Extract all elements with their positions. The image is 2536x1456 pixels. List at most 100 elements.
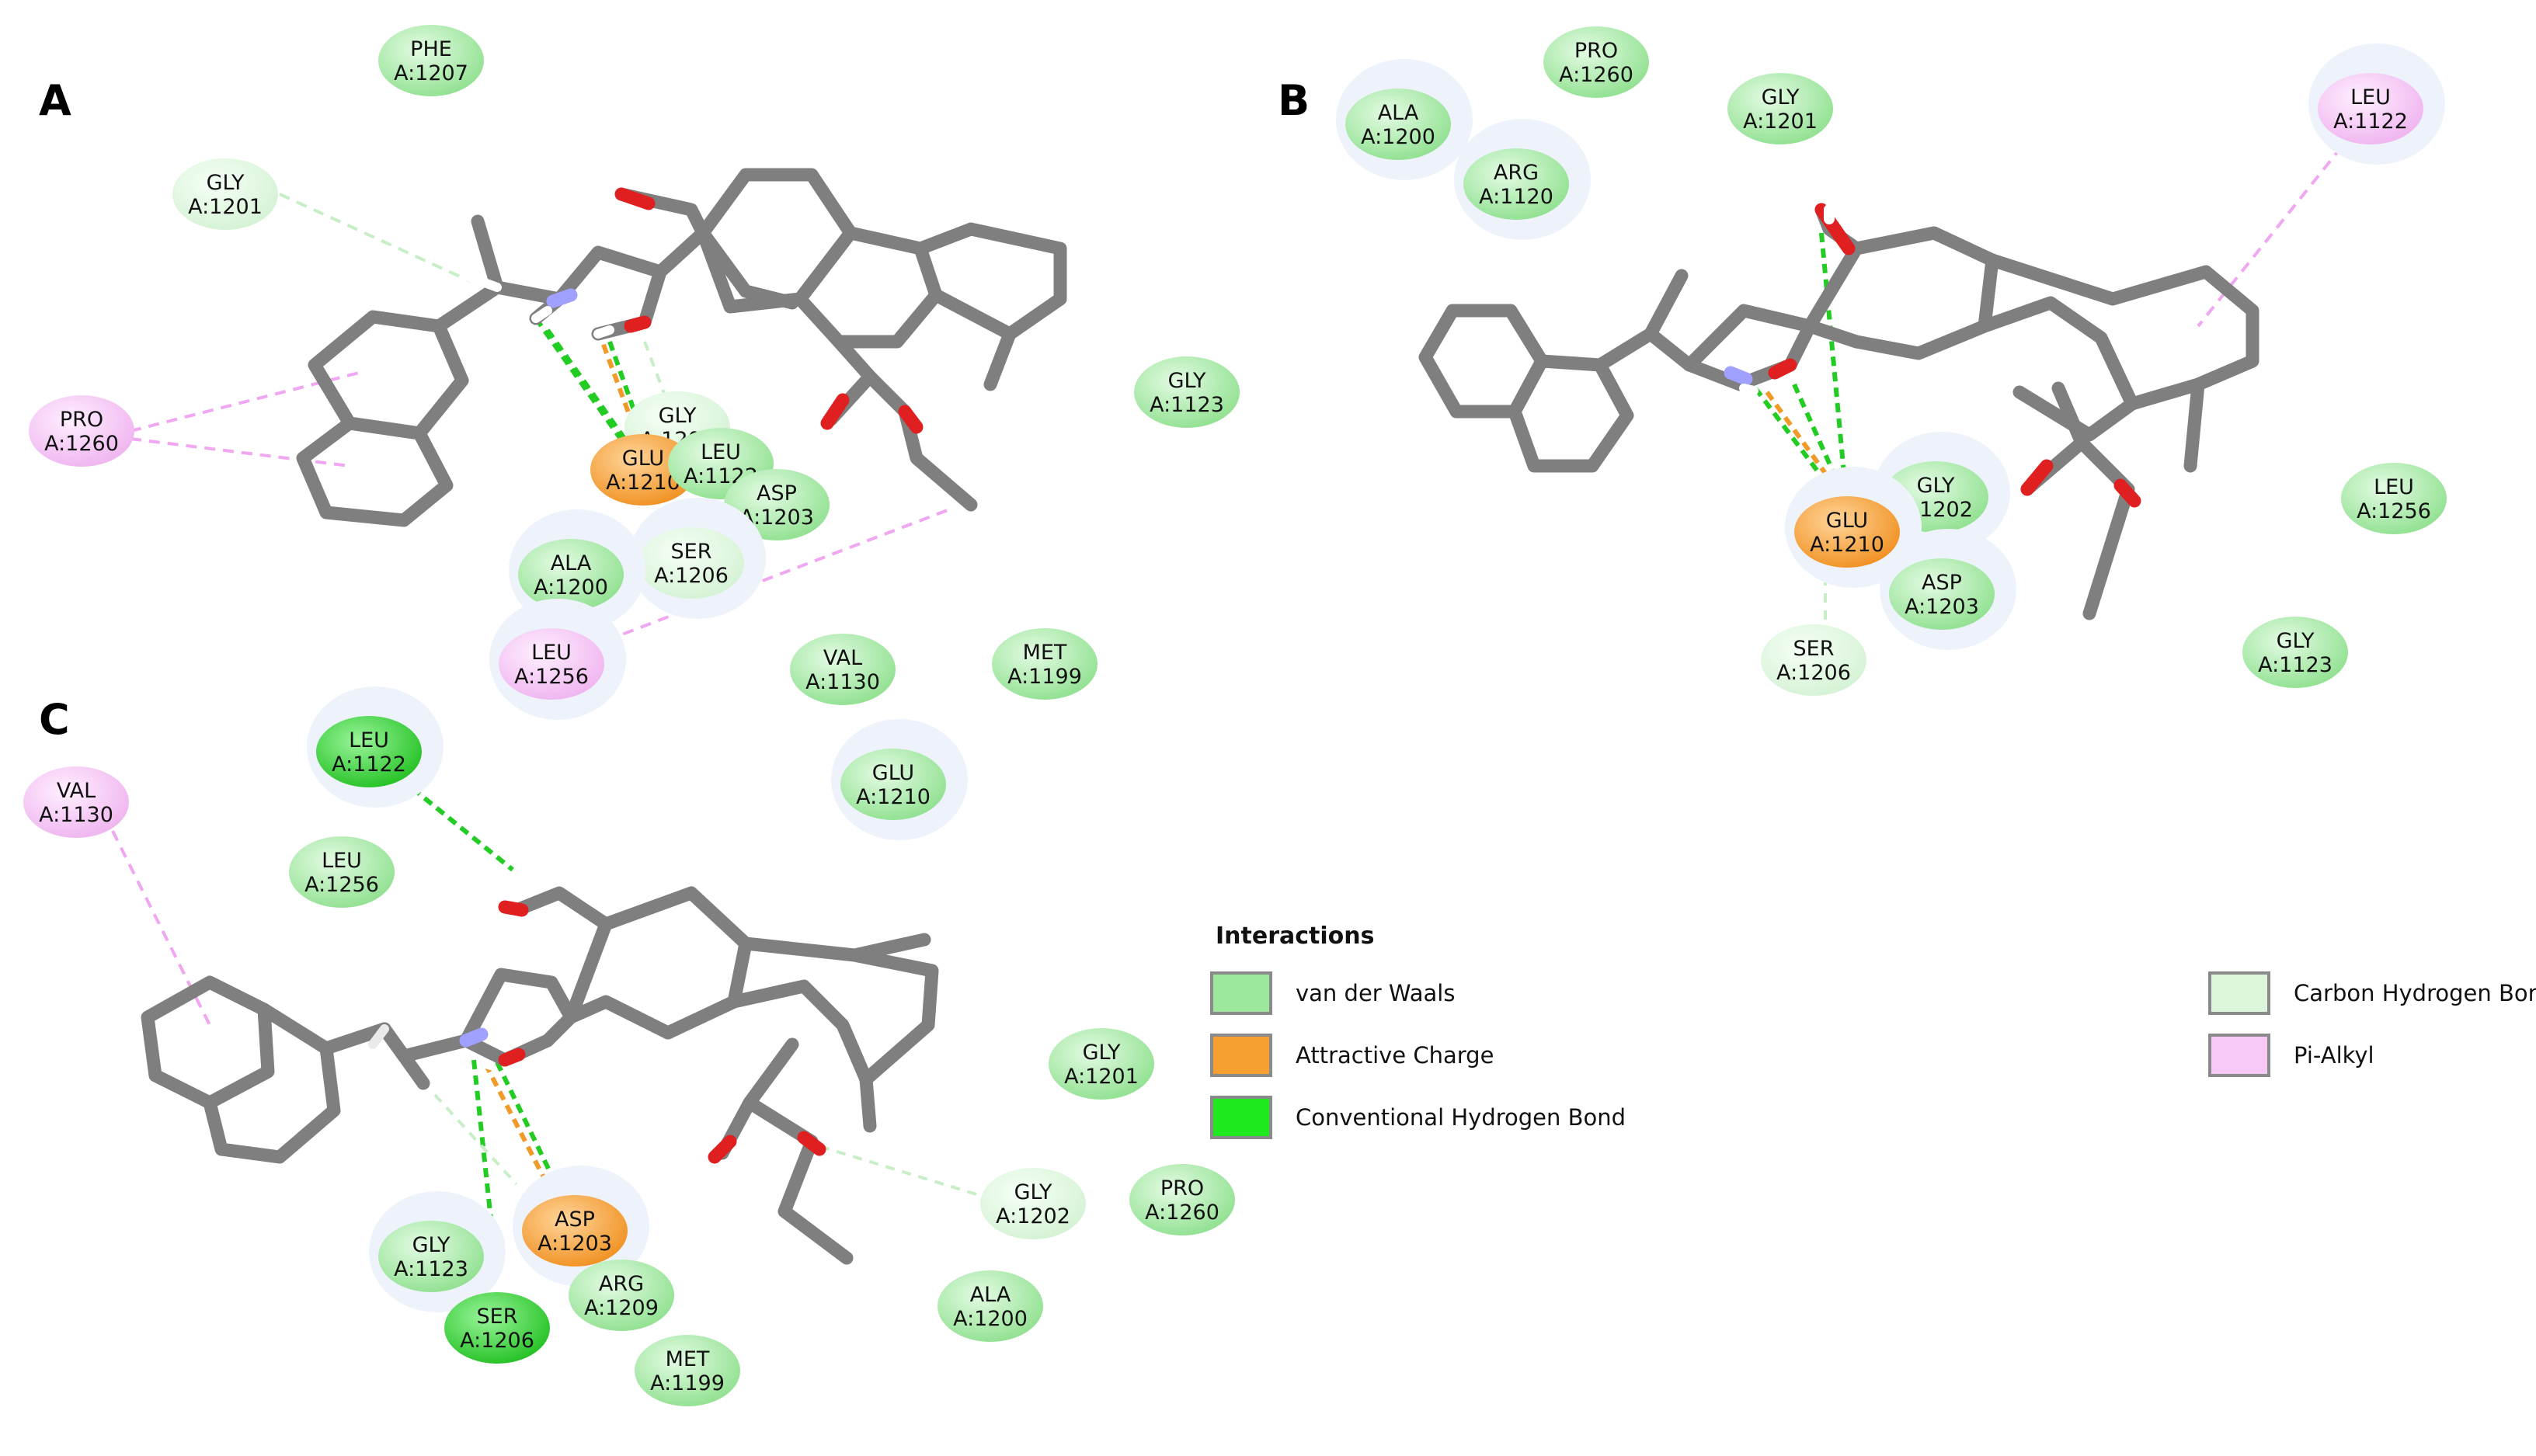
residue-name: GLY — [1917, 474, 1955, 498]
residue-name: LEU — [701, 440, 741, 464]
residue-disc — [1727, 73, 1833, 144]
legend-label-hbond: Conventional Hydrogen Bond — [1296, 1104, 1626, 1131]
residue-name: GLY — [1014, 1180, 1052, 1204]
residue-disc — [569, 1260, 674, 1331]
residue-number: A:1260 — [1145, 1201, 1219, 1225]
residue-name: ARG — [599, 1272, 644, 1296]
interaction-lines-a — [130, 193, 952, 642]
residue-disc — [1889, 558, 1995, 630]
residue-name: ALA — [970, 1283, 1011, 1307]
residue-name: GLU — [1826, 509, 1868, 533]
ligand-c — [141, 872, 939, 1265]
residue-number: A:1199 — [1007, 665, 1082, 689]
residue-number: A:1202 — [996, 1204, 1070, 1228]
ligand-a — [296, 168, 1067, 527]
residue-disc — [992, 628, 1098, 700]
residue-number: A:1122 — [332, 752, 406, 777]
panel-label-a: A — [39, 76, 71, 125]
legend-label-pialkyl: Pi-Alkyl — [2294, 1042, 2374, 1069]
legend-swatch-charge — [1210, 1034, 1272, 1077]
residue-name: ARG — [1494, 161, 1539, 185]
residue-disc — [289, 836, 395, 908]
residue-number: A:1206 — [654, 564, 729, 588]
residue-disc — [938, 1270, 1043, 1342]
residue-number: A:1207 — [394, 61, 468, 85]
legend-label-charge: Attractive Charge — [1296, 1042, 1494, 1069]
residue-number: A:1203 — [537, 1232, 612, 1256]
residue-disc — [316, 716, 422, 787]
residue-name: LEU — [531, 641, 572, 665]
residue-number: A:1206 — [460, 1329, 534, 1353]
residue-number: A:1130 — [805, 670, 880, 694]
residue-disc — [1543, 26, 1649, 98]
residue-disc — [1761, 624, 1866, 696]
residue-disc — [2242, 617, 2348, 688]
residue-name: GLY — [207, 171, 245, 195]
residue-name: ASP — [757, 481, 797, 506]
residue-number: A:1206 — [1776, 661, 1851, 685]
residue-number: A:1210 — [856, 785, 931, 809]
residue-number: A:1199 — [650, 1371, 725, 1395]
residue-name: GLU — [872, 761, 914, 785]
residue-number: A:1123 — [2258, 653, 2332, 677]
residue-name: LEU — [349, 728, 389, 752]
residue-disc — [1463, 148, 1569, 220]
residue-name: GLY — [2277, 629, 2315, 653]
residue-disc — [1345, 89, 1451, 160]
residue-disc — [1129, 1164, 1235, 1235]
residue-name: ALA — [551, 551, 592, 575]
residue-number: A:1130 — [39, 803, 113, 827]
residue-name: LEU — [322, 849, 362, 873]
residue-disc — [499, 628, 604, 700]
panel-c: C — [23, 686, 1235, 1406]
residue-number: A:1123 — [1150, 393, 1224, 417]
residue-disc — [1049, 1028, 1154, 1100]
residue-number: A:1260 — [1559, 63, 1633, 87]
residue-number: A:1210 — [1810, 533, 1884, 557]
residue-disc — [840, 749, 946, 820]
panel-label-b: B — [1278, 76, 1310, 125]
residue-name: ALA — [1378, 101, 1419, 125]
legend-swatch-vdw — [1210, 971, 1272, 1015]
residue-disc — [444, 1292, 550, 1364]
residue-name: GLY — [1762, 85, 1800, 109]
residue-name: GLU — [622, 447, 664, 471]
residue-disc — [522, 1195, 628, 1267]
residue-number: A:1256 — [514, 665, 589, 689]
residue-number: A:1123 — [394, 1257, 468, 1281]
residue-number: A:1120 — [1479, 185, 1553, 209]
residue-number: A:1201 — [1064, 1065, 1139, 1089]
residue-name: PRO — [1160, 1176, 1204, 1201]
residue-number: A:1122 — [2333, 109, 2408, 134]
residue-name: ASP — [1922, 571, 1962, 595]
panel-a: A — [29, 25, 1240, 720]
legend-swatch-hbond — [1210, 1096, 1272, 1139]
residue-name: SER — [671, 540, 712, 564]
residues-a: PHEA:1207GLYA:1201PROA:1260GLYA:1202GLUA… — [29, 25, 1240, 720]
residue-disc — [29, 395, 134, 467]
residue-number: A:1260 — [44, 432, 119, 456]
residue-number: A:1203 — [1905, 595, 1979, 619]
residue-name: LEU — [2350, 85, 2391, 109]
